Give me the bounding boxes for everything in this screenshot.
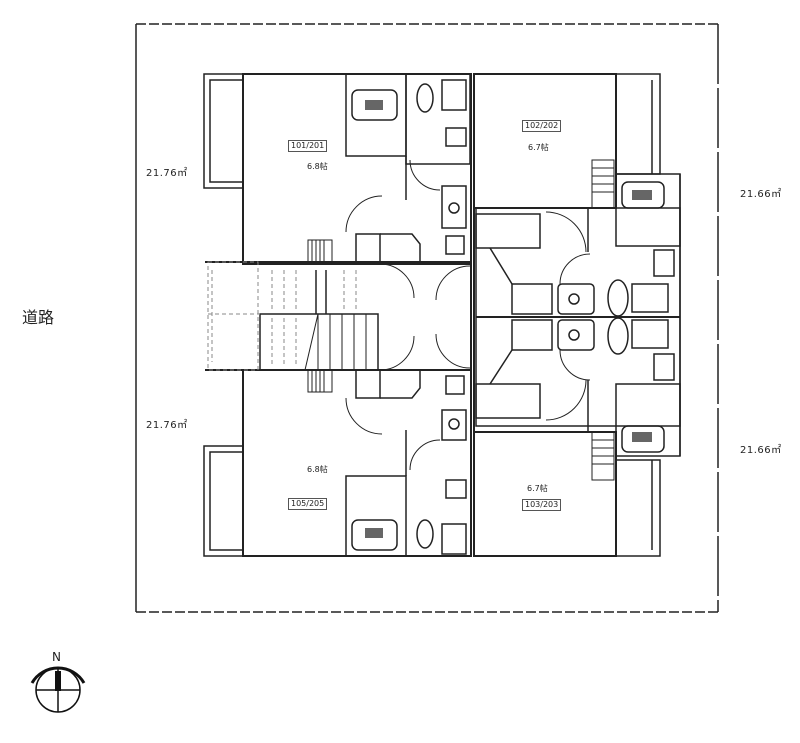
unit-label-105: 105/205: [288, 498, 328, 510]
bathroom-102: [511, 173, 681, 317]
stairs: [205, 159, 615, 481]
balcony-right-bottom: [615, 459, 661, 557]
door-swings: [345, 159, 591, 471]
balcony-left-bottom: [203, 445, 244, 557]
unit-label-102: 102/202: [522, 120, 562, 132]
north-label: N: [52, 650, 61, 664]
road-label: 道路: [22, 308, 55, 327]
bathroom-105: [345, 375, 467, 557]
unit-label-101: 101/201: [288, 140, 328, 152]
unit-size-101: 6.8帖: [307, 162, 328, 171]
area-left-top: 21.76㎡: [146, 168, 188, 179]
unit-size-105: 6.8帖: [307, 465, 328, 474]
area-right-top: 21.66㎡: [740, 189, 782, 200]
unit-size-102: 6.7帖: [528, 143, 549, 152]
unit-label-103: 103/203: [522, 499, 562, 511]
north-arrow-icon: [30, 666, 86, 713]
partitions: [355, 156, 589, 476]
balcony-left-top: [203, 73, 244, 189]
site-boundary: [135, 23, 719, 613]
balcony-right-top: [615, 73, 661, 175]
bathroom-103: [511, 317, 681, 457]
area-right-bottom: 21.66㎡: [740, 445, 782, 456]
bathroom-101: [345, 73, 471, 255]
unit-size-103: 6.7帖: [527, 484, 548, 493]
central-corridor: [475, 174, 681, 456]
area-left-bottom: 21.76㎡: [146, 420, 188, 431]
